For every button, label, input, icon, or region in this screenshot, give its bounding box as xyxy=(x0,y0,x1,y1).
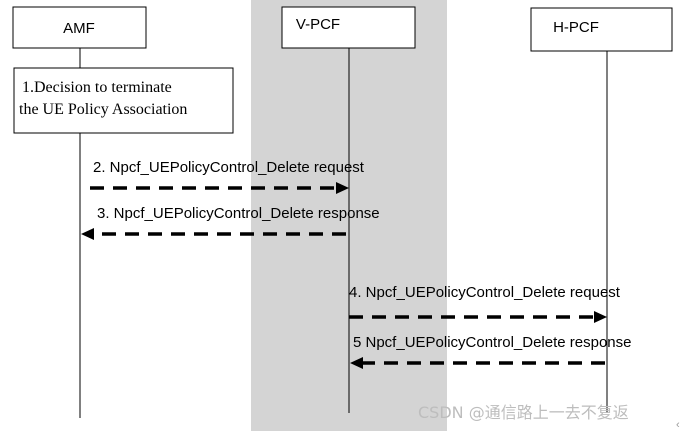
back-arrow-icon: ‹ xyxy=(676,419,680,431)
participant-hpcf-label: H-PCF xyxy=(553,19,599,36)
step1-decision-box: 1.Decision to terminate the UE Policy As… xyxy=(13,67,234,134)
message-4-label: 4. Npcf_UEPolicyControl_Delete request xyxy=(349,284,621,301)
message-5-label: 5 Npcf_UEPolicyControl_Delete response xyxy=(353,334,631,351)
participant-amf: AMF xyxy=(12,6,147,49)
message-4-delete-request: 4. Npcf_UEPolicyControl_Delete request xyxy=(349,284,621,323)
participant-vpcf: V-PCF xyxy=(281,6,416,49)
message-2-delete-request: 2. Npcf_UEPolicyControl_Delete request xyxy=(90,159,365,194)
csdn-watermark: CSDN @通信路上一去不复返 xyxy=(418,403,629,422)
step1-line1: 1.Decision to terminate xyxy=(22,79,172,96)
message-3-arrowhead xyxy=(81,228,94,240)
message-5-delete-response: 5 Npcf_UEPolicyControl_Delete response xyxy=(350,334,631,369)
message-2-arrowhead xyxy=(336,182,349,194)
participant-hpcf: H-PCF xyxy=(530,7,673,52)
step1-line2: the UE Policy Association xyxy=(19,101,187,118)
message-5-arrowhead xyxy=(350,357,363,369)
message-3-delete-response: 3. Npcf_UEPolicyControl_Delete response xyxy=(81,205,380,240)
message-2-label: 2. Npcf_UEPolicyControl_Delete request xyxy=(93,159,365,176)
participant-vpcf-label: V-PCF xyxy=(296,16,340,33)
message-3-label: 3. Npcf_UEPolicyControl_Delete response xyxy=(97,205,380,222)
message-4-arrowhead xyxy=(594,311,607,323)
participant-amf-label: AMF xyxy=(63,20,95,37)
